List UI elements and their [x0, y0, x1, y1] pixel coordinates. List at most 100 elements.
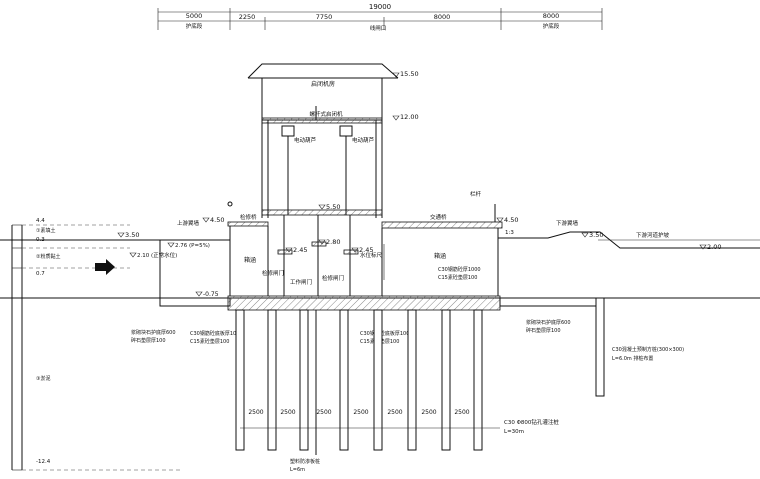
work-gate-label: 工作闸门	[290, 278, 312, 286]
el-gate-b: 2.80	[318, 238, 340, 246]
svg-text:2.00: 2.00	[707, 243, 721, 251]
svg-text:2.10 (正常水位): 2.10 (正常水位)	[137, 251, 177, 259]
upstream-structure: 检修桥 上游翼墙 箱涵	[159, 201, 269, 298]
soil3-bottom: -12.4	[36, 459, 51, 465]
svg-text:3.50: 3.50	[589, 231, 603, 239]
pile-1	[235, 309, 245, 451]
svg-text:3.50: 3.50	[125, 231, 139, 239]
svg-text:-0.75: -0.75	[203, 291, 219, 298]
pile-2	[267, 309, 277, 451]
pile-spacing-2: 2500	[280, 409, 295, 416]
gate-chambers: 检修闸门 工作闸门 检修闸门 水位标尺	[261, 209, 385, 296]
el-up-left: 4.50	[202, 216, 224, 224]
svg-text:12.00: 12.00	[400, 113, 419, 121]
maint-bridge-label: 检修桥	[240, 213, 257, 221]
hoist-b-label: 电动葫芦	[352, 136, 375, 144]
el-right-ground: 3.50	[581, 231, 603, 239]
maint-gate-label: 检修闸门	[262, 269, 284, 277]
soil3-name: ③淤泥	[36, 375, 50, 382]
up-revet-label: 上游翼墙	[177, 219, 200, 227]
el-water-up: 2.76 (P=5%)	[167, 242, 210, 249]
svg-text:2.76 (P=5%): 2.76 (P=5%)	[175, 243, 210, 249]
pile-group	[235, 309, 483, 451]
right-chamber-label: 箱涵	[434, 252, 446, 260]
pile-spacing-4: 2500	[353, 409, 368, 416]
el-up-right: 4.50	[496, 216, 518, 224]
svg-text:5.50: 5.50	[326, 203, 340, 211]
el-sill-left: -0.75	[195, 291, 219, 298]
dim-left-note: 护底段	[186, 22, 203, 30]
pile-7	[441, 309, 451, 451]
piles-label: C30 Φ800钻孔灌注桩	[504, 418, 559, 426]
right-slab-b: C15素砼垫层100	[438, 274, 477, 281]
hoist-a-label: 电动葫芦	[294, 136, 317, 144]
el-left-ground: 3.50	[117, 231, 139, 239]
right-slab-a: C30钢筋砼厚1000	[438, 266, 481, 273]
pile-spacing-1: 2500	[248, 409, 263, 416]
right-blanket-a: 浆砌块石护底厚600	[526, 319, 571, 326]
el-water-normal: 2.10 (正常水位)	[129, 251, 177, 259]
pile-spacing-7: 2500	[454, 409, 469, 416]
el-roof: 15.50	[392, 70, 419, 78]
maint-gate-b-label: 检修闸门	[322, 274, 344, 282]
el-far-right: 2.00	[699, 243, 721, 251]
hoist-house: 启闭机房 螺杆式启闭机 电动葫芦 电动葫芦	[247, 63, 399, 218]
dim-sub3: 8000	[434, 13, 451, 21]
top-dimensions: 19000 5000 护底段 8000 护底段 2250 7750 8000 线…	[157, 3, 603, 32]
pile-5	[373, 309, 383, 451]
down-channel-label: 下游河道护坡	[636, 231, 670, 239]
gauge-label: 水位标尺	[360, 251, 383, 259]
sheet-pile-len: L=6.0m 排桩布置	[612, 355, 653, 362]
left-chamber-label: 箱涵	[244, 256, 256, 264]
soil1-name: ①素填土	[36, 227, 55, 234]
el-gate-c: 2.45	[351, 246, 373, 254]
cutoff-len: L=6m	[290, 467, 305, 473]
center-slab-a1: C30钢筋砼底板厚1000	[190, 330, 243, 337]
left-blanket-a: 浆砌块石护底厚600	[131, 329, 176, 336]
center-slab-a2: C15素砼垫层100	[190, 338, 229, 345]
dim-sub1: 2250	[239, 13, 256, 21]
pile-4	[339, 309, 349, 451]
el-gate-a: 2.45	[285, 246, 307, 254]
cutoff-label: 塑料防渗板桩	[290, 458, 320, 465]
dim-total: 19000	[369, 3, 391, 11]
dim-right: 8000	[543, 12, 560, 20]
downstream-structure: 交通桥 栏杆 箱涵 1:3 下游翼墙 下游河道护坡 C30钢筋砼厚1000 C1…	[381, 190, 670, 296]
left-blanket-b: 碎石垫层厚100	[131, 337, 166, 344]
center-slab-b1: C30钢筋砼底板厚1000	[360, 330, 413, 337]
sheet-pile-label: C30混凝土预制方桩(300×300)	[612, 346, 684, 353]
pile-6	[407, 309, 417, 451]
dim-left: 5000	[186, 12, 203, 20]
dim-right-note: 护底段	[543, 22, 560, 30]
traffic-bridge-label: 交通桥	[430, 213, 447, 221]
railing-label: 栏杆	[470, 190, 482, 198]
svg-text:2.45: 2.45	[293, 246, 307, 254]
svg-text:15.50: 15.50	[400, 70, 419, 78]
pile-8	[473, 309, 483, 451]
piles-len: L=30m	[504, 429, 524, 435]
el-deck: 5.50	[318, 203, 340, 211]
soil2-name: ②粉质黏土	[36, 253, 60, 260]
ground-lines	[0, 231, 760, 299]
slope-ratio-label: 1:3	[505, 230, 514, 236]
dim-sub2: 7750	[316, 13, 333, 21]
svg-text:2.80: 2.80	[326, 238, 340, 246]
hoist-room-label: 启闭机房	[311, 80, 335, 88]
soil2-bottom: 0.7	[36, 271, 45, 277]
right-blanket-b: 碎石垫层厚100	[526, 327, 561, 334]
elevation-markers: 15.50 12.00 5.50 4.50 4.50 3.50 3.50 2.0…	[117, 70, 721, 298]
el-hoist-floor: 12.00	[392, 113, 419, 121]
dim-center-note: 线闸口	[370, 24, 387, 32]
down-revet-label: 下游翼墙	[556, 219, 579, 227]
pile-spacing-5: 2500	[387, 409, 402, 416]
pile-spacing-6: 2500	[421, 409, 436, 416]
flow-arrow	[95, 259, 115, 275]
svg-text:4.50: 4.50	[210, 216, 224, 224]
svg-text:2.45: 2.45	[359, 246, 373, 254]
svg-text:4.50: 4.50	[504, 216, 518, 224]
screw-hoist-label: 螺杆式启闭机	[309, 110, 343, 118]
pile-notes: C30 Φ800钻孔灌注桩 L=30m 塑料防渗板桩 L=6m	[240, 310, 559, 473]
